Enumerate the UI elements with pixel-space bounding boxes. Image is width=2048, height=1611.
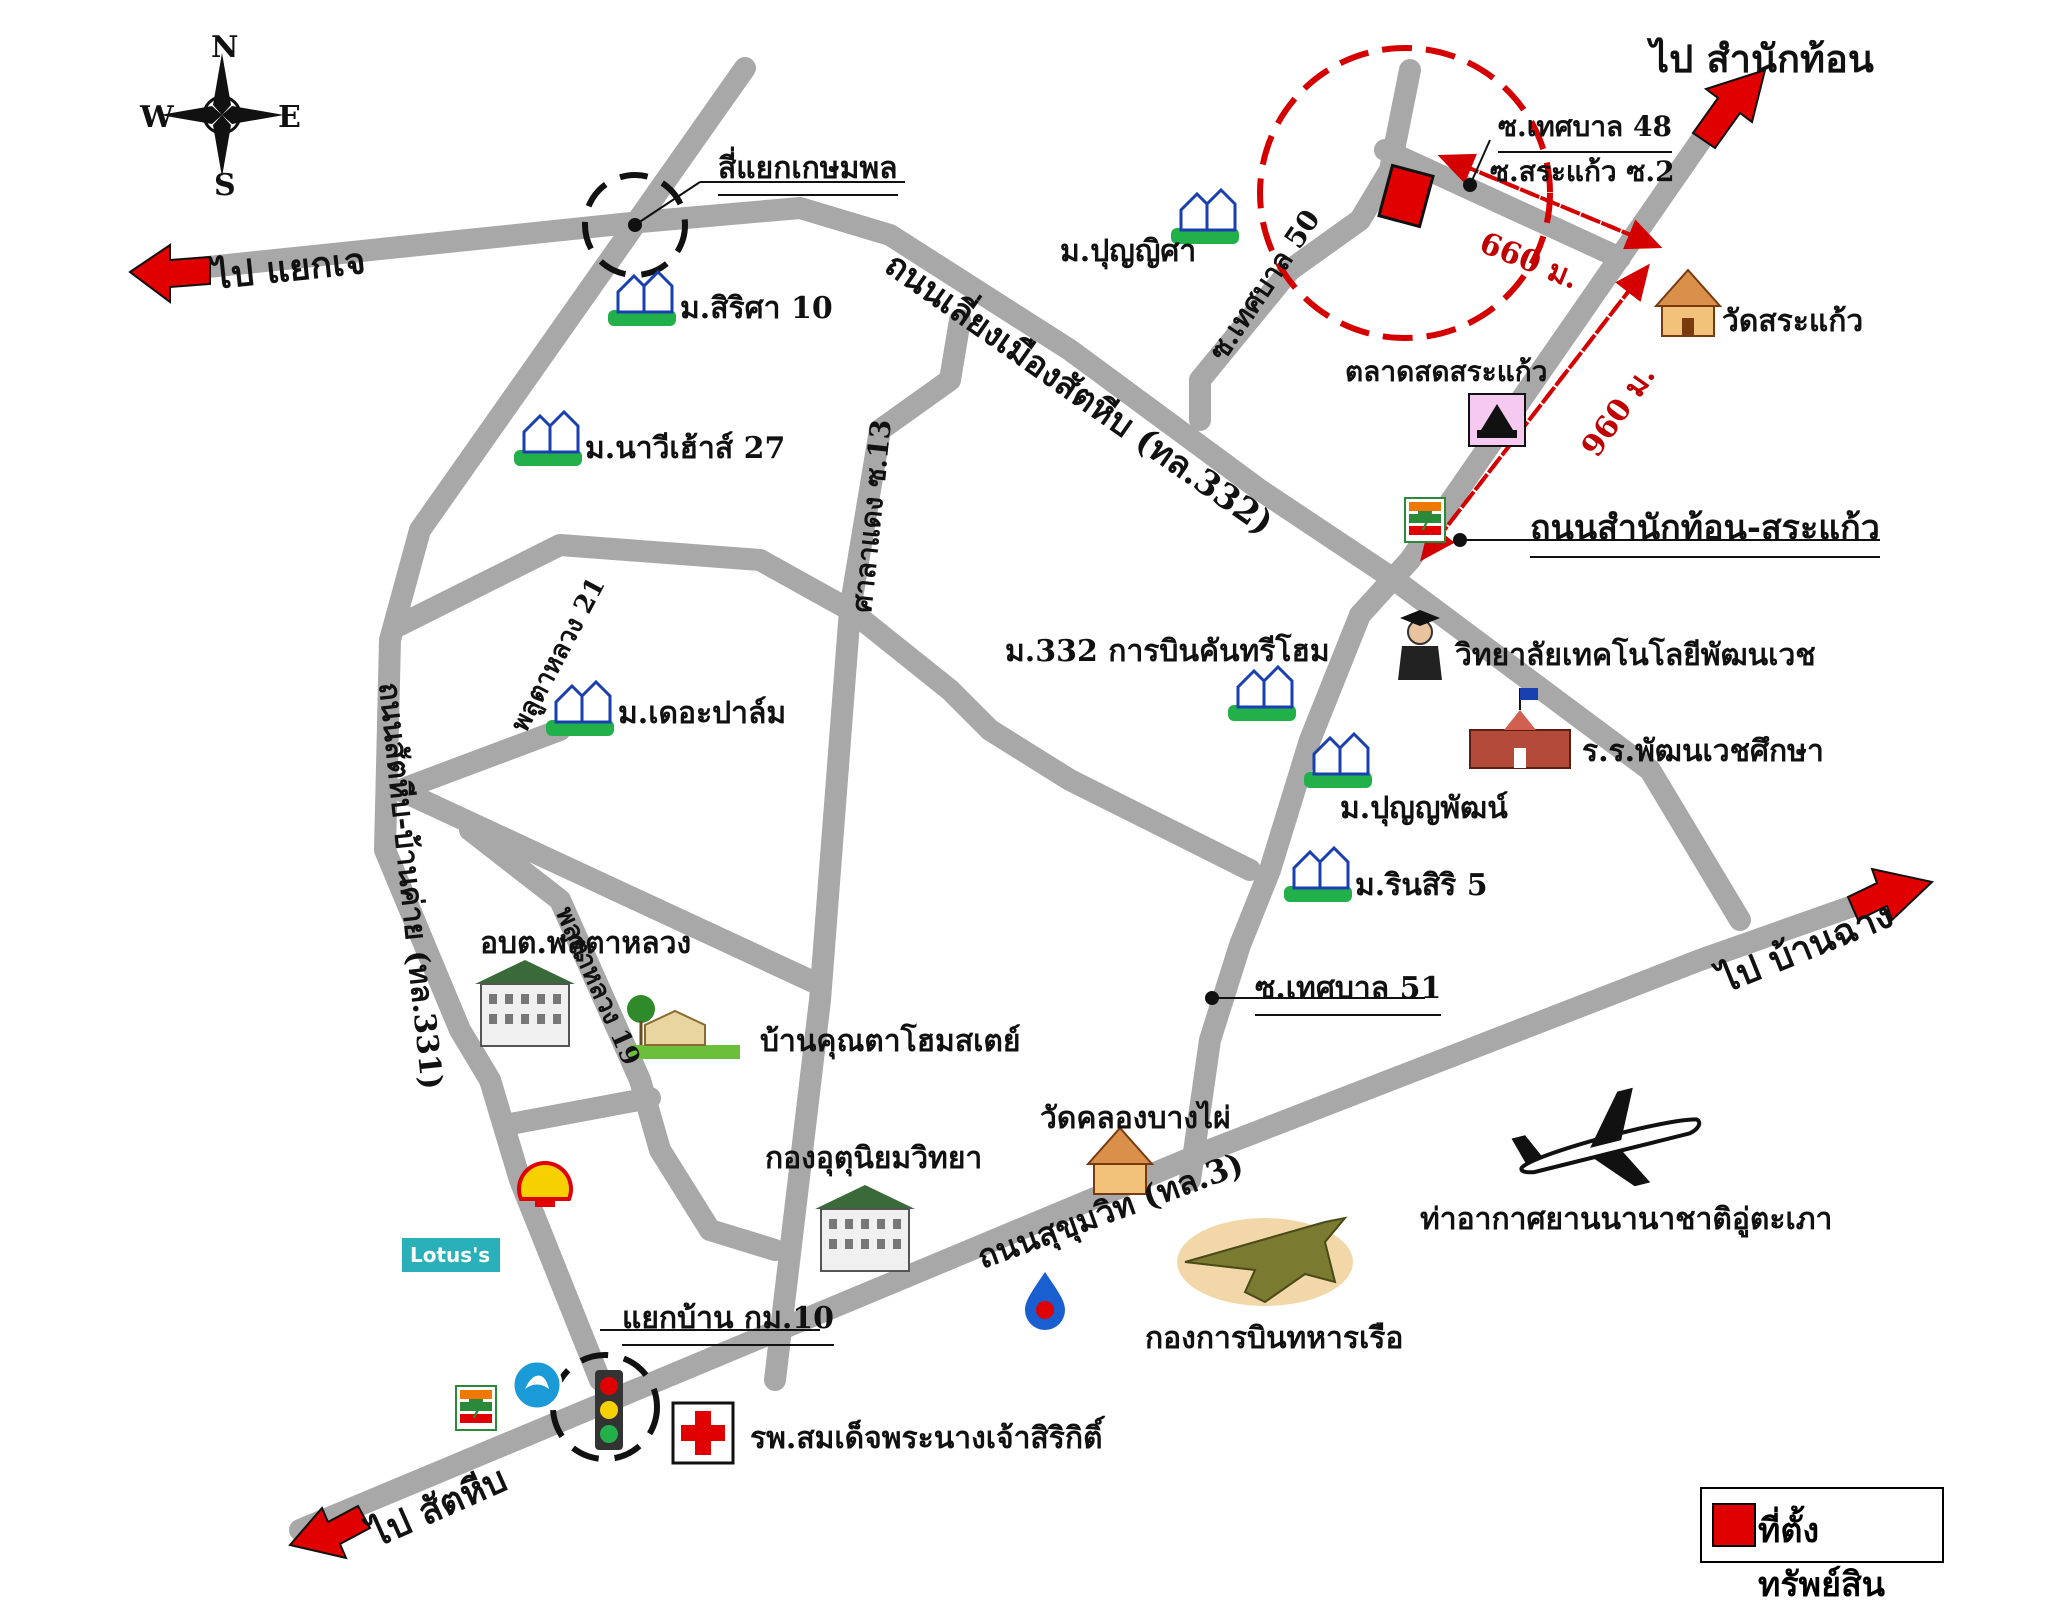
fighter-jet-icon [1177,1216,1353,1306]
legend-swatch [1712,1503,1756,1547]
road-sukhumvit [289,889,1881,1541]
label-punyapat: ม.ปุญญพัฒน์ [1340,791,1508,826]
kong-udom-building-icon [815,1185,915,1272]
road-college [1179,604,1371,1191]
label-thepalm: ม.เดอะปาล์ม [618,696,787,731]
compass-w: W [140,100,174,135]
arrow-to-sattahip [288,1504,372,1560]
label-thetsaban48: ซ.เทศบาล 48 [1498,105,1672,153]
label-college: วิทยาลัยเทคโนโลยีพัฒนเวช [1455,638,1816,673]
label-sirisa10: ม.สิริศา 10 [680,291,833,326]
label-ban-km10: แยกบ้าน กม.10 [622,1295,835,1346]
homestay-icon [627,995,740,1059]
map-canvas: 7 [128,45,1935,1560]
label-to-samnak-thon: ไป สำนักท้อน [1650,36,1874,81]
house-icon [1304,731,1372,788]
label-kasetphon: สี่แยกเกษมพล [718,145,898,196]
road-thetsaban48 [1374,139,1631,269]
market-icon [1468,393,1526,447]
label-navyhouse27: ม.นาวีเฮ้าส์ 27 [585,431,786,466]
label-airport: ท่าอากาศยานนานาชาติอู่ตะเภา [1420,1202,1833,1237]
label-talat-srakaew: ตลาดสดสระแก้ว [1345,355,1548,388]
wat-khlong-icon [1085,1126,1155,1195]
arrow-to-ban-chang [1846,867,1935,922]
house-icon [514,409,582,466]
road-to-yaek-j [149,211,651,283]
arrow-to-samnak-thon [1691,68,1767,150]
house-icon [546,679,614,736]
svg-text:7: 7 [467,1395,485,1425]
compass-e: E [278,100,301,135]
ptt-icon [1025,1272,1065,1330]
property-area-circle [1257,45,1553,341]
arrow-to-yaek-j [128,243,211,304]
seven-eleven-icon: 7 [1404,497,1446,543]
junction-circle-km10 [550,1352,660,1462]
bank-icon [511,1359,563,1411]
seven-eleven-icon-2: 7 [455,1385,497,1431]
house-icon [1171,187,1239,244]
temple-icon [1653,268,1723,337]
house-icons [514,187,1372,902]
legend: ที่ตั้งทรัพย์สิน [1700,1487,1944,1605]
traffic-light-icon [595,1370,623,1450]
road-satadaeng-13 [764,309,971,1391]
label-srakaew2: ซ.สระแก้ว ซ.2 [1490,155,1675,188]
direction-arrows [128,68,1935,1560]
junction-circle-kasetphon [582,172,688,278]
label-homestay: บ้านคุณตาโฮมสเตย์ [760,1024,1021,1059]
label-school: ร.ร.พัฒนเวชศึกษา [1582,734,1824,769]
label-punyisa: ม.ปุญญิศา [1060,234,1197,269]
road-cross-21 [389,534,1261,881]
label-obt: อบต.พลูตาหลวง [480,926,692,961]
lotus-logo [402,1238,500,1272]
label-samnakthon-srakaew: ถนนสำนักท้อน-สระแก้ว [1530,500,1880,558]
airplane-icon [1511,1087,1702,1187]
label-kong-udom: กองอุตุนิยมวิทยา [765,1141,983,1176]
house-icon [1228,664,1296,721]
obt-building-icon [475,960,575,1047]
label-m332: ม.332 การบินคันทรีโฮม [1005,634,1330,669]
compass-s: S [214,168,236,203]
label-thetsaban51: ซ.เทศบาล 51 [1255,965,1442,1016]
school-icon [1469,688,1571,769]
house-icon [1284,845,1352,902]
hospital-icon [671,1401,735,1465]
label-rinsiri5: ม.รินสิริ 5 [1355,868,1488,903]
compass-n: N [211,30,239,65]
property-marker [1377,163,1435,229]
road-shell-link [494,1087,661,1136]
road-phluta21-lower [389,719,571,801]
label-navy-aviation: กองการบินทหารเรือ [1145,1321,1404,1356]
label-wat-srakaew: วัดสระแก้ว [1722,304,1864,339]
road-bypass-332 [629,197,1751,931]
label-hospital: รพ.สมเด็จพระนางเจ้าสิริกิติ์ [750,1421,1103,1456]
graduate-icon [1398,610,1442,680]
roads [149,57,1881,1541]
shell-icon [517,1161,573,1207]
label-wat-khlong: วัดคลองบางไผ่ [1040,1101,1231,1136]
road-331 [374,57,756,1391]
road-phluta19 [459,819,786,1261]
svg-text:7: 7 [1416,507,1434,537]
label-lotus: Lotus's [410,1243,491,1267]
legend-label: ที่ตั้งทรัพย์สิน [1758,1511,1886,1605]
compass-icon [160,53,284,177]
house-icon [608,269,676,326]
